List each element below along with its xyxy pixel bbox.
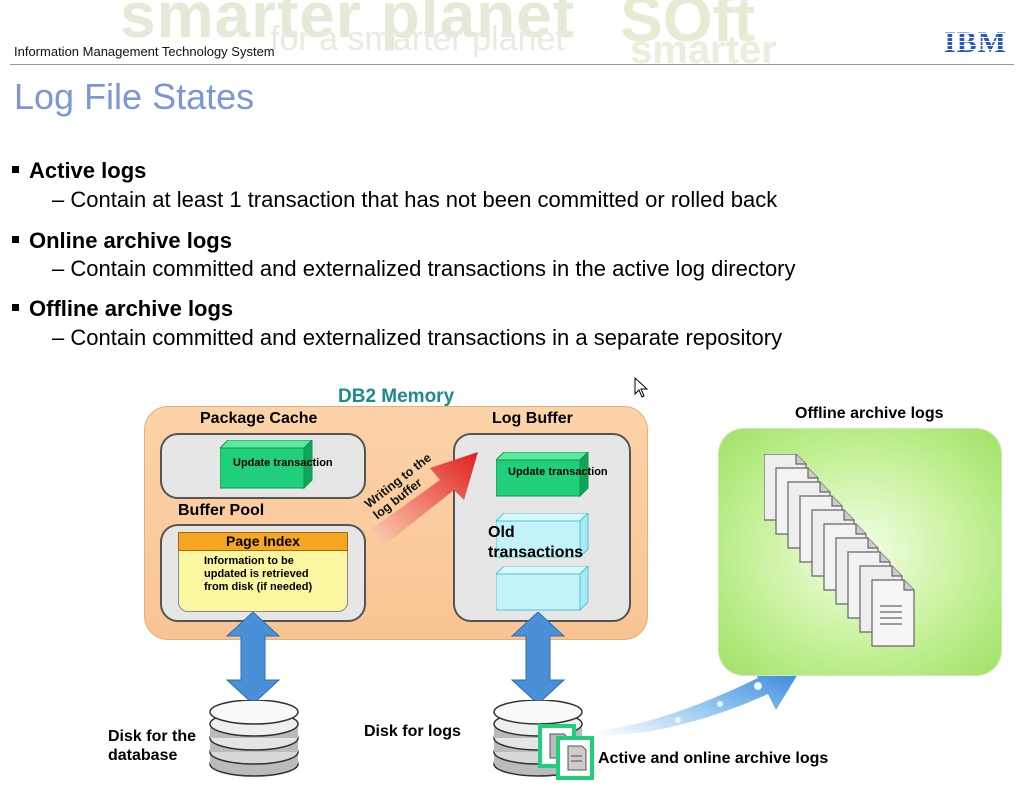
bullet-active-logs: Active logs [12,158,146,184]
mouse-cursor-icon [634,377,649,398]
old-transaction-cube [496,513,589,559]
log-buffer-label: Log Buffer [492,410,573,427]
bullet-offline-archive: Offline archive logs [12,296,233,322]
page-title: Log File States [14,76,255,117]
banner-watermark: for a smarter planet [270,20,565,58]
bullet-online-archive-detail: – Contain committed and externalized tra… [52,256,796,281]
update-transaction-cube [496,452,589,498]
db2-memory-label: DB2 Memory [338,386,455,407]
active-online-logs-label: Active and online archive logs [598,750,829,767]
writing-arrow-icon [370,452,478,544]
buffer-pool-label: Buffer Pool [178,502,265,519]
banner-watermark: smarter [630,28,777,68]
update-transaction-label: Update transaction [233,457,333,469]
package-cache-label: Package Cache [200,410,318,427]
bullet-active-logs-detail: – Contain at least 1 transaction that ha… [52,187,778,212]
page-index-header: Page Index [178,532,348,551]
database-disk-icon [209,700,299,777]
old-transactions-label: Old transactions [488,524,584,561]
header-subtitle: Information Management Technology System [14,44,275,59]
banner-watermark: SOft [620,0,756,55]
old-transaction-cube [496,566,589,612]
bullet-online-archive: Online archive logs [12,228,232,254]
archived-documents-icon [764,454,915,647]
log-file-icon [538,724,594,780]
bidirectional-arrow-icon [510,612,566,704]
update-transaction-label: Update transaction [508,466,608,478]
header-banner: smarter planet for a smarter planet SOft… [0,0,1024,68]
update-transaction-cube [220,440,313,490]
archive-arrow-icon [594,664,804,736]
bullet-offline-archive-detail: – Contain committed and externalized tra… [52,325,783,350]
ibm-logo: IBM [944,26,1007,59]
offline-archive-label: Offline archive logs [795,405,944,422]
page-index-text: Information to be updated is retrieved f… [204,555,313,593]
banner-watermark: smarter planet [120,0,576,51]
disk-logs-label: Disk for logs [364,723,461,740]
header-divider [10,64,1014,65]
bidirectional-arrow-icon [225,612,281,704]
disk-database-label: Disk for the database [108,728,197,764]
